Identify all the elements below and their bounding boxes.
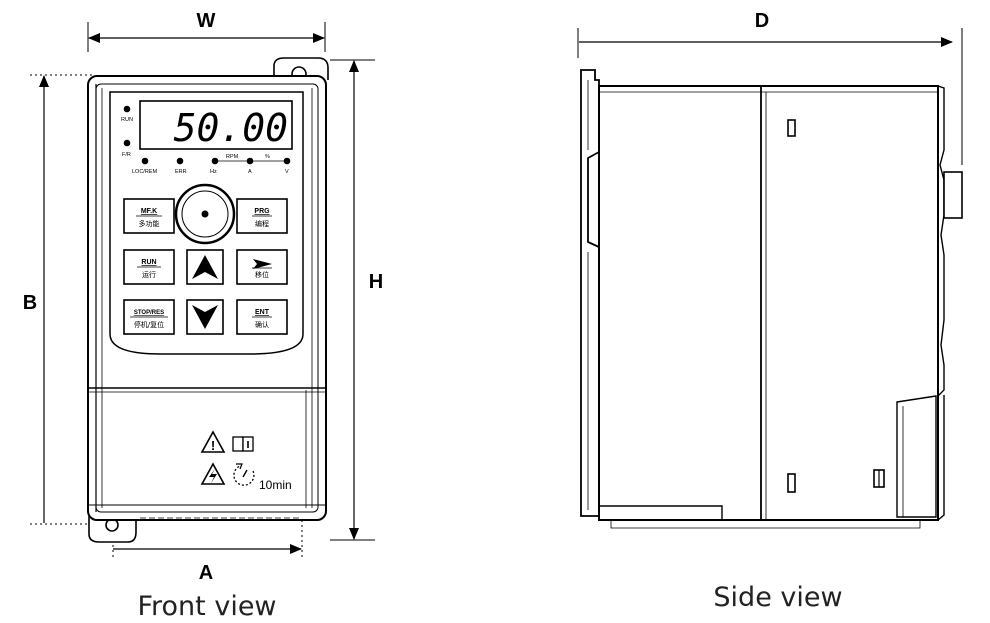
locrem-indicator-label: LOC/REM bbox=[132, 169, 157, 175]
discharge-timer-icon bbox=[233, 463, 255, 486]
side-housing bbox=[580, 69, 963, 529]
hz-indicator-label: Hz bbox=[210, 169, 217, 175]
fr-led-icon bbox=[123, 139, 131, 147]
warning-triangle-icon bbox=[200, 430, 226, 453]
dimension-a: A bbox=[112, 520, 303, 584]
prg-button[interactable]: PRG 编程 bbox=[236, 198, 288, 234]
dim-label-b: B bbox=[23, 292, 37, 314]
fr-indicator-label: F/R bbox=[122, 152, 131, 158]
mfk-button[interactable]: MF.K 多功能 bbox=[123, 198, 175, 234]
dimension-b: B bbox=[23, 74, 92, 525]
dim-label-w: W bbox=[197, 10, 216, 32]
shift-button[interactable]: 移位 bbox=[236, 249, 288, 285]
mfk-button-label: MF.K bbox=[141, 208, 157, 215]
run-button-sublabel: 运行 bbox=[142, 270, 156, 279]
up-arrow-icon bbox=[192, 255, 218, 279]
locrem-led-icon bbox=[141, 157, 149, 165]
mfk-button-sublabel: 多功能 bbox=[139, 219, 160, 228]
err-led-icon bbox=[176, 157, 184, 165]
dim-label-d: D bbox=[755, 10, 769, 32]
run-indicator-label: RUN bbox=[121, 117, 133, 123]
stop-reset-button[interactable]: STOP/RES 停机/复位 bbox=[123, 299, 175, 335]
svg-text:!: ! bbox=[211, 438, 215, 453]
keypad-panel: 50.00 RUN F/R LOC/REM ERR Hz A V RPM % bbox=[109, 91, 304, 355]
ent-button-label: ENT bbox=[255, 309, 270, 316]
dimension-h: H bbox=[330, 59, 383, 541]
dimension-w: W bbox=[87, 10, 326, 52]
side-view: D bbox=[577, 10, 963, 613]
pct-indicator-label: % bbox=[265, 154, 270, 160]
manual-book-icon bbox=[232, 436, 254, 452]
led-display bbox=[139, 100, 293, 150]
ent-button-sublabel: 确认 bbox=[255, 320, 269, 329]
shift-arrow-icon bbox=[253, 259, 272, 269]
dimension-d: D bbox=[577, 10, 963, 165]
stop-button-sublabel: 停机/复位 bbox=[134, 320, 164, 329]
amp-indicator-label: A bbox=[248, 169, 252, 175]
run-led-icon bbox=[123, 105, 131, 113]
display-value: 50.00 bbox=[174, 106, 288, 150]
front-view: W B H A bbox=[23, 10, 383, 622]
dim-label-a: A bbox=[199, 562, 213, 584]
shift-button-sublabel: 移位 bbox=[255, 270, 269, 279]
prg-button-sublabel: 编程 bbox=[255, 219, 269, 228]
err-indicator-label: ERR bbox=[175, 169, 187, 175]
volt-indicator-label: V bbox=[285, 169, 289, 175]
up-button[interactable] bbox=[186, 249, 224, 285]
down-arrow-icon bbox=[192, 305, 218, 329]
ent-button[interactable]: ENT 确认 bbox=[236, 299, 288, 335]
rpm-indicator-label: RPM bbox=[226, 154, 239, 160]
stop-button-label: STOP/RES bbox=[134, 310, 164, 316]
timer-label: 10min bbox=[259, 478, 292, 492]
warning-labels: ! 10min bbox=[200, 430, 292, 492]
run-button[interactable]: RUN 运行 bbox=[123, 249, 175, 285]
prg-button-label: PRG bbox=[254, 208, 270, 215]
run-button-label: RUN bbox=[141, 259, 156, 266]
down-button[interactable] bbox=[186, 299, 224, 335]
side-view-caption: Side view bbox=[713, 582, 842, 613]
dim-label-h: H bbox=[369, 271, 383, 293]
front-view-caption: Front view bbox=[137, 591, 276, 622]
